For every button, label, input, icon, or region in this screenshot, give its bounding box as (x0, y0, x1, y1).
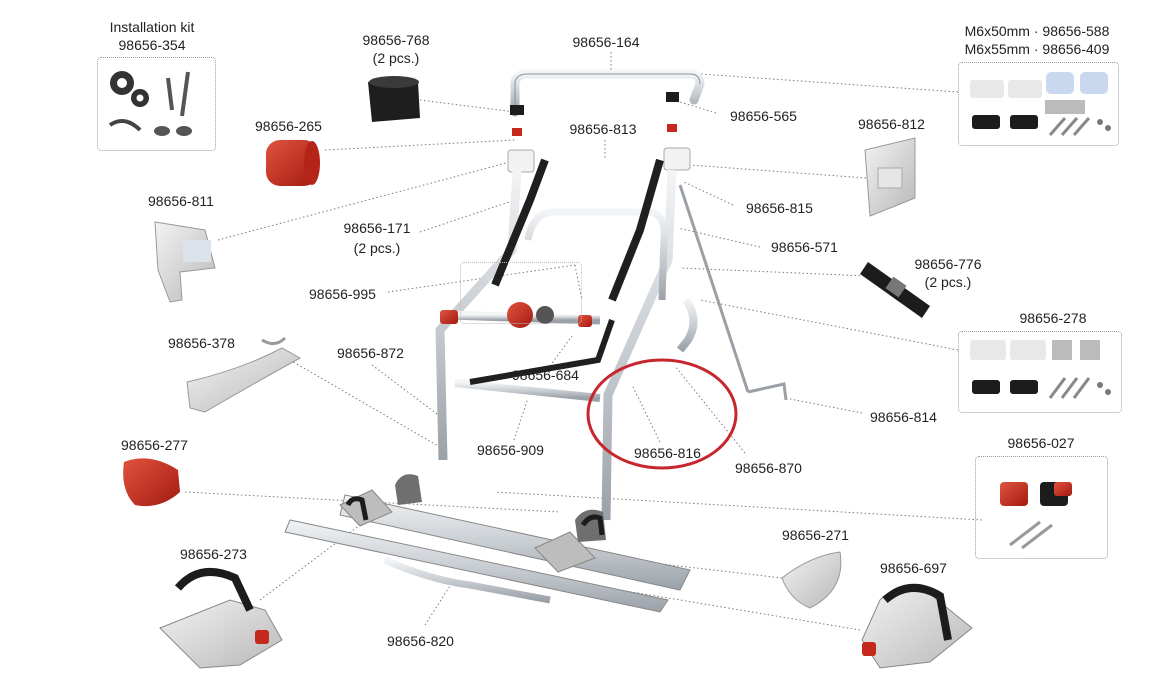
label-98656-171: 98656-171 (343, 220, 411, 236)
end-cap-271-icon (781, 551, 842, 609)
installation-kit-icon (108, 71, 192, 136)
label-98656-776: 98656-776 (914, 256, 982, 272)
installation-kit-code: 98656-354 (118, 37, 186, 53)
wall-bracket-812-icon (864, 137, 916, 217)
label-98656-870: 98656-870 (735, 460, 802, 476)
kit-278-parts (970, 340, 1111, 399)
label-98656-815: 98656-815 (746, 200, 813, 216)
label-98656-378: 98656-378 (168, 335, 235, 351)
strap-776-icon (860, 262, 930, 318)
bracket-811-icon (154, 221, 216, 303)
installation-kit-box (97, 57, 216, 151)
label-98656-909: 98656-909 (477, 442, 544, 458)
label-98656-164: 98656-164 (572, 34, 640, 50)
label-98656-271: 98656-271 (782, 527, 849, 543)
label-98656-816: 98656-816 (634, 445, 701, 461)
label-m6x55: M6x55mm · 98656-409 (964, 41, 1110, 57)
label-98656-768-qty: (2 pcs.) (372, 50, 420, 66)
label-98656-812: 98656-812 (858, 116, 925, 132)
clamp-378-icon (186, 336, 302, 413)
label-98656-571: 98656-571 (771, 239, 838, 255)
installation-kit-title: Installation kit (109, 19, 195, 35)
kit-027-box (975, 456, 1108, 559)
carrier-frame (284, 69, 788, 613)
wheel-holder-697-icon (861, 584, 973, 669)
label-98656-273: 98656-273 (180, 546, 247, 562)
label-98656-811: 98656-811 (148, 193, 214, 209)
label-98656-820: 98656-820 (387, 633, 454, 649)
red-knob-277-icon (123, 458, 180, 507)
label-98656-814: 98656-814 (870, 409, 937, 425)
highlight-circle (586, 358, 738, 470)
red-cap-265-icon (266, 140, 320, 186)
label-98656-768: 98656-768 (362, 32, 430, 48)
kit-278-box (958, 331, 1122, 413)
leader-lines (184, 52, 983, 631)
bushing-768-icon (368, 76, 420, 122)
label-98656-813: 98656-813 (569, 121, 637, 137)
label-98656-278: 98656-278 (1019, 310, 1087, 326)
label-98656-995: 98656-995 (309, 286, 376, 302)
m6-kit-box (958, 62, 1119, 146)
label-m6x50: M6x50mm · 98656-588 (964, 23, 1110, 39)
label-98656-684: 98656-684 (512, 367, 579, 383)
label-98656-565: 98656-565 (730, 108, 797, 124)
label-98656-776-qty: (2 pcs.) (924, 274, 972, 290)
bike-holder-region (460, 262, 582, 324)
label-98656-171-qty: (2 pcs.) (353, 240, 401, 256)
label-98656-265: 98656-265 (255, 118, 322, 134)
label-98656-027: 98656-027 (1007, 435, 1075, 451)
wheel-holder-273-icon (159, 568, 283, 669)
label-98656-872: 98656-872 (337, 345, 404, 361)
kit-027-parts (1000, 482, 1072, 550)
label-98656-277: 98656-277 (121, 437, 188, 453)
label-98656-697: 98656-697 (880, 560, 947, 576)
m6-kit-parts (970, 72, 1111, 136)
